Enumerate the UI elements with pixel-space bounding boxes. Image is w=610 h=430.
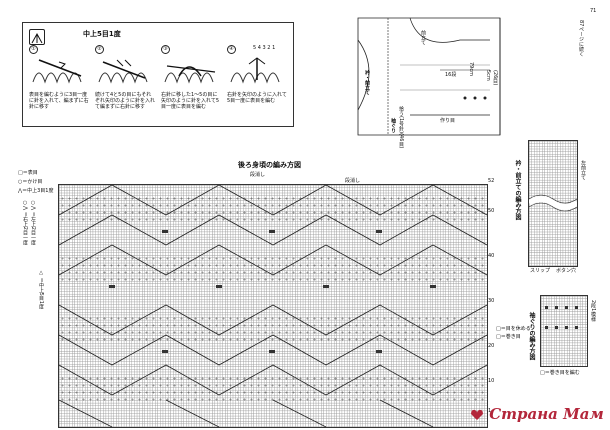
row-number: 40 (488, 253, 495, 259)
decrease-label-left: 段消し (250, 172, 266, 178)
annotation-2: □＝巻き目 (496, 334, 521, 340)
watermark: Страна Мам (470, 405, 604, 423)
step-3-text: 右針に移した1〜5の目に矢印のように針を入れて5目一度に表目を編む (161, 92, 220, 110)
left-note-1: ○⋀ ＝右上2目一度 (22, 200, 28, 245)
technique-step-2: ② 続けて4と5の目にもそれぞれ矢印のように針を入れて編まずに右針に移す (95, 45, 157, 110)
step-number: ① (29, 45, 38, 54)
collar-chart-title: 衿・前立ての編み方図 (514, 160, 521, 220)
width-left: 5cm (485, 70, 491, 81)
technique-step-4: ④ 5 4 3 2 1 右針を矢印のように入れて5目一度に表目を編む (227, 45, 289, 104)
row-number: 1 (488, 408, 492, 414)
legend-item: □＝表目 (18, 170, 38, 176)
row-numbers: 52 50 40 30 20 10 1 (488, 178, 502, 418)
collar-dots-label: ボタン穴 (556, 268, 577, 274)
collar-label: 衿・前立て (364, 70, 370, 95)
step-number: ③ (161, 45, 170, 54)
row-number: 50 (488, 208, 495, 214)
row-count: 16段 (445, 72, 457, 78)
technique-symbol-icon (29, 29, 45, 45)
pattern-band (59, 195, 487, 225)
stitch-numbers: 5 4 3 2 1 (253, 45, 276, 51)
heart-icon (471, 409, 483, 420)
step-number: ④ (227, 45, 236, 54)
annotation-1: □＝目を休める (496, 326, 531, 332)
back-chart-grid (58, 184, 488, 428)
legend-item: ○＝かけ目 (18, 179, 43, 185)
armhole-chart-grid (540, 295, 588, 367)
armhole-pattern (545, 306, 578, 329)
armhole-note: □＝巻き目を編む (540, 370, 580, 376)
watermark-text: Страна Мам (489, 405, 604, 423)
step-4-diagram-icon (230, 57, 280, 84)
technique-step-1: ① 表目を編むように3目一度に針を入れて、編まずに右針に移す (29, 45, 91, 110)
garment-schematic: 衿・前立て 袖ぐり 拾う(1号針)(46目) 前立て 16段 79cm 5cm … (340, 10, 510, 149)
collar-pattern (529, 194, 577, 212)
legend-item: ⋀＝中上3目1度 (18, 188, 54, 194)
collar-front-edge: 左前立て (580, 160, 586, 180)
pattern-band (59, 315, 487, 345)
pattern-band (59, 375, 487, 405)
armhole-chart-title: 袖ぐりの編み方図 (528, 312, 535, 360)
continue-note: 87ページに続く (578, 20, 584, 57)
step-4-text: 右針を矢印のように入れて5目一度に表目を編む (227, 92, 287, 104)
cast-on-label: 作り目 (440, 118, 456, 124)
front-band-label: 前立て (420, 30, 426, 45)
step-2-diagram-icon (98, 59, 148, 84)
left-note-2: ○⋀ ＝左上2目一度 (30, 200, 36, 245)
technique-title: 中上5目1度 (83, 30, 121, 38)
collar-chart-grid (528, 140, 578, 267)
left-legend: □＝表目 ○＝かけ目 ⋀＝中上3目1度 ○⋀ ＝右上2目一度 ○⋀ ＝左上2目一… (18, 170, 54, 420)
step-1-diagram-icon (32, 59, 82, 84)
schematic-drawing (357, 17, 501, 136)
row-number: 10 (488, 378, 495, 384)
armhole-detail: 拾う(1号針)(46目) (398, 106, 404, 149)
step-3-diagram-icon (164, 65, 216, 84)
step-1-text: 表目を編むように3目一度に針を入れて、編まずに右針に移す (29, 92, 89, 110)
width-right: (26目) (492, 70, 498, 86)
left-note-3: △ ＝中上5目1度 (38, 270, 44, 309)
back-chart-title: 後ろ身頃の編み方図 (238, 161, 301, 169)
page-number: 71 (590, 8, 597, 14)
length-label: 79cm (468, 62, 474, 76)
row-number: 30 (488, 298, 495, 304)
pattern-band (59, 255, 487, 285)
armhole-label: 袖ぐり (390, 118, 396, 133)
collar-side-label: スリップ (530, 268, 551, 274)
technique-box: 中上5目1度 ① 表目を編むように3目一度に針を入れて、編まずに右針に移す ② … (22, 22, 294, 127)
step-2-text: 続けて4と5の目にもそれぞれ矢印のように針を入れて編まずに右針に移す (95, 92, 156, 110)
decrease-label-right: 段消し (345, 178, 361, 184)
step-number: ② (95, 45, 104, 54)
row-number: 52 (488, 178, 495, 184)
technique-step-3: ③ 右針に移した1〜5の目に矢印のように針を入れて5目一度に表目を編む (161, 45, 223, 110)
armhole-rows-label: 2段1模様 (590, 300, 596, 322)
row-number: 20 (488, 343, 495, 349)
